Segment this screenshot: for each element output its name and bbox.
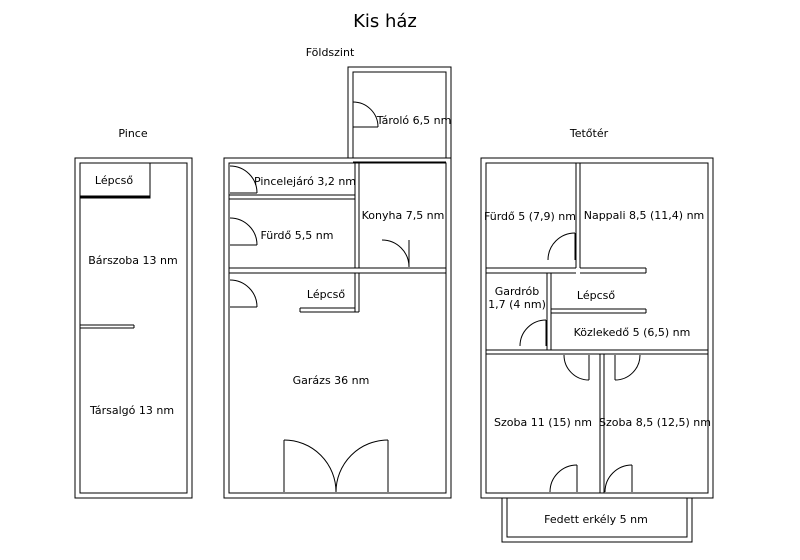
- room-szoba-11: Szoba 11 (15) nm: [494, 416, 592, 429]
- room-nappali: Nappali 8,5 (11,4) nm: [584, 209, 705, 222]
- section-label-pince: Pince: [118, 127, 147, 140]
- room-kozlekedo: Közlekedő 5 (6,5) nm: [574, 326, 691, 339]
- room-konyha: Konyha 7,5 nm: [362, 209, 445, 222]
- room-gardrob-line1: Gardrób: [495, 285, 540, 298]
- foldszint-floor: [223, 66, 452, 499]
- section-label-foldszint: Földszint: [306, 46, 355, 59]
- room-barszoba: Bárszoba 13 nm: [88, 254, 177, 267]
- room-pince-lepcso: Lépcső: [95, 174, 133, 187]
- room-pincelejaro: Pincelejáró 3,2 nm: [254, 175, 356, 188]
- room-tarolo: Tároló 6,5 nm: [376, 114, 452, 127]
- room-furdo-tetoter: Fürdő 5 (7,9) nm: [484, 210, 576, 223]
- plan-title: Kis ház: [353, 11, 417, 32]
- room-szoba-8-5: Szoba 8,5 (12,5) nm: [599, 416, 711, 429]
- room-fedett-erkely: Fedett erkély 5 nm: [544, 513, 648, 526]
- room-foldszint-lepcso: Lépcső: [307, 288, 345, 301]
- foldszint-doors: [229, 101, 410, 493]
- room-gardrob-line2: 1,7 (4 nm): [488, 298, 546, 311]
- room-furdo-foldszint: Fürdő 5,5 nm: [261, 229, 334, 242]
- pince-floor: [74, 157, 193, 499]
- room-garazs: Garázs 36 nm: [293, 374, 370, 387]
- tetoter-doors: [519, 232, 641, 493]
- tetoter-floor: [480, 157, 714, 543]
- room-tarsalgo: Társalgó 13 nm: [89, 404, 174, 417]
- section-label-tetoter: Tetőtér: [569, 127, 609, 140]
- room-tetoter-lepcso: Lépcső: [577, 289, 615, 302]
